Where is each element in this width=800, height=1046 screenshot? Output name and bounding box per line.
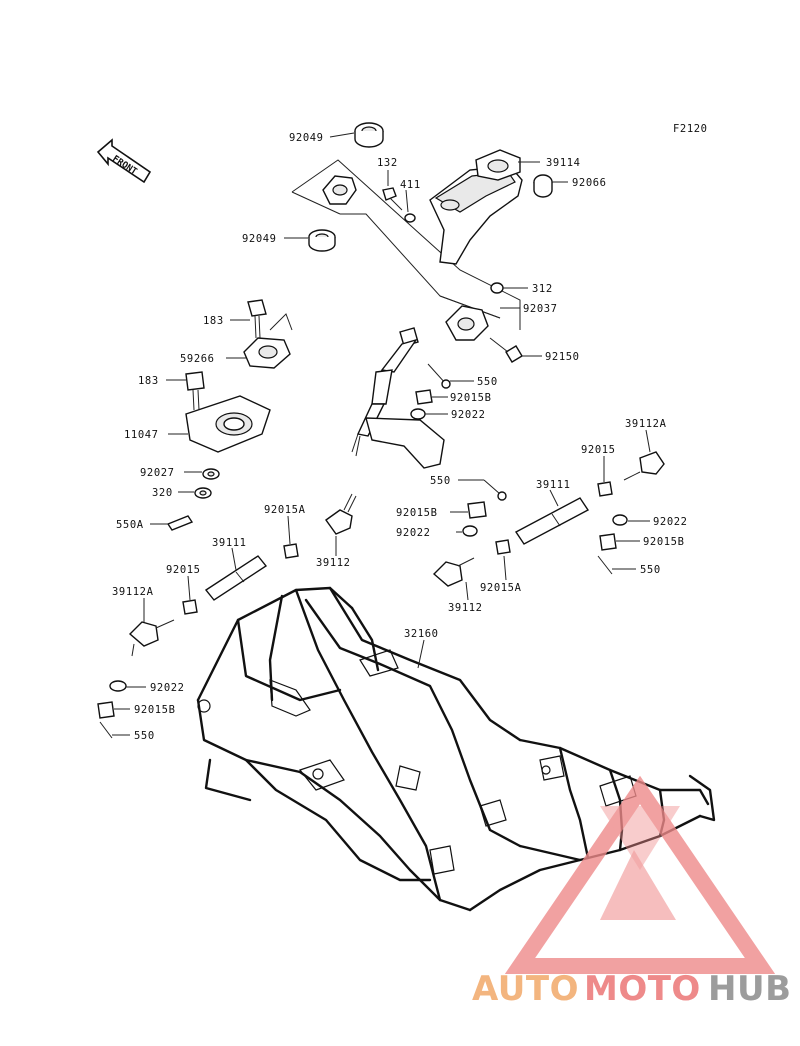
- watermark-auto: AUTO: [472, 969, 579, 1009]
- part-label: 92022: [653, 516, 688, 528]
- part-label: 39111: [536, 479, 571, 491]
- part-label: 39112: [448, 602, 483, 614]
- part-label: 32160: [404, 628, 439, 640]
- part-label: 411: [400, 179, 421, 191]
- part-label: 92150: [545, 351, 580, 363]
- figure-code: F2120: [673, 123, 708, 135]
- part-label: 183: [138, 375, 159, 387]
- part-label: 92066: [572, 177, 607, 189]
- part-label: 39111: [212, 537, 247, 549]
- part-label: 550A: [116, 519, 144, 531]
- part-label: 11047: [124, 429, 159, 441]
- front-arrow-icon: FRONT: [96, 138, 152, 184]
- watermark-text: AUTO MOTO HUB: [472, 969, 791, 1009]
- part-label: 92015A: [480, 582, 522, 594]
- steering-shaft-group: [291, 122, 553, 469]
- part-labels: 92049 132 411 39114 92066 92049 312 9203…: [112, 132, 688, 742]
- part-label: 320: [152, 487, 173, 499]
- part-label: 550: [640, 564, 661, 576]
- part-label: 312: [532, 283, 553, 295]
- part-label: 39112A: [625, 418, 667, 430]
- part-label: 92015: [581, 444, 616, 456]
- part-label: 550: [134, 730, 155, 742]
- part-label: 183: [203, 315, 224, 327]
- part-label: 59266: [180, 353, 215, 365]
- part-label: 92027: [140, 467, 175, 479]
- part-label: 39112: [316, 557, 351, 569]
- tie-rods-group: [97, 363, 665, 739]
- part-label: 92049: [289, 132, 324, 144]
- part-label: 92015: [166, 564, 201, 576]
- part-label: 92015B: [396, 507, 438, 519]
- part-label: 92015B: [134, 704, 176, 716]
- watermark-moto: MOTO: [584, 969, 701, 1009]
- part-label: 92022: [451, 409, 486, 421]
- part-label: 92015B: [450, 392, 492, 404]
- atv-frame: [196, 586, 716, 912]
- watermark-triangle-logo: [504, 775, 776, 974]
- steering-bearing-group: [166, 299, 293, 531]
- watermark-hub: HUB: [708, 969, 791, 1009]
- part-label: 92015A: [264, 504, 306, 516]
- part-label: 92049: [242, 233, 277, 245]
- part-label: 132: [377, 157, 398, 169]
- part-label: 92022: [396, 527, 431, 539]
- part-label: 39114: [546, 157, 581, 169]
- automotohub-watermark: AUTO MOTO HUB: [472, 775, 791, 1009]
- part-label: 550: [477, 376, 498, 388]
- part-label: 39112A: [112, 586, 154, 598]
- part-label: 92037: [523, 303, 558, 315]
- part-label: 550: [430, 475, 451, 487]
- leader-lines: [112, 132, 651, 736]
- part-label: 92022: [150, 682, 185, 694]
- part-label: 92015B: [643, 536, 685, 548]
